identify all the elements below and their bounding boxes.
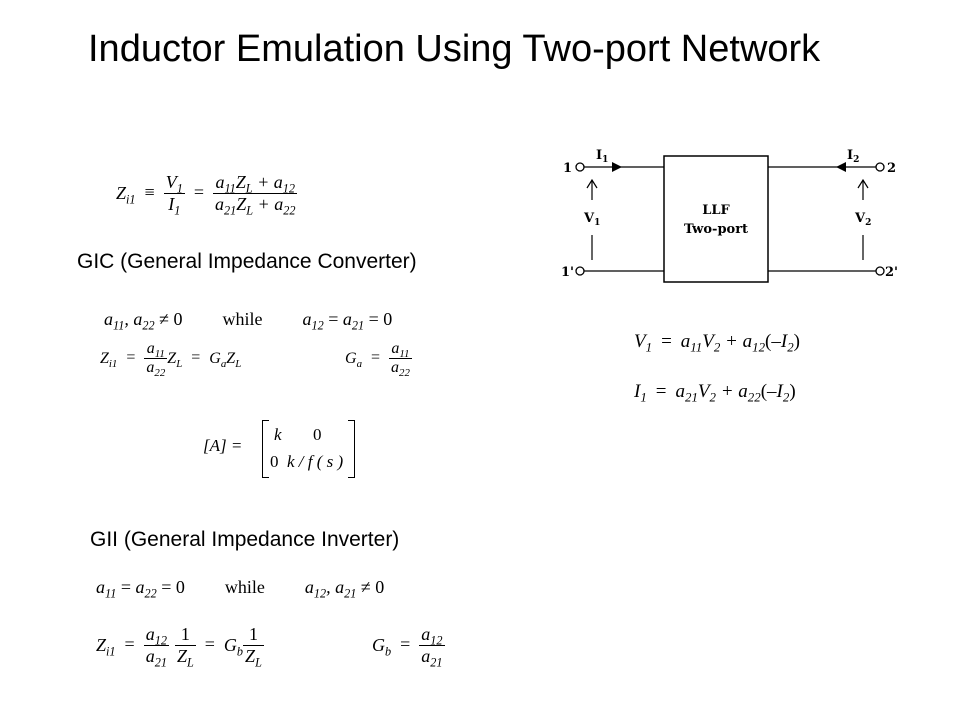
- matrix-cell: k / f ( s ): [287, 452, 344, 471]
- while-word: while: [224, 577, 265, 597]
- i2-label: I2: [847, 148, 859, 165]
- box-label-line1: LLF: [702, 203, 730, 218]
- while-word: while: [222, 309, 263, 329]
- v1-equation: V1=a11V2 + a12(–I2): [634, 331, 800, 355]
- two-port-diagram: LLF Two-port 1 1' I1 V1 2 2' I2 V2: [561, 148, 898, 283]
- matrix-cell: 0: [270, 452, 279, 471]
- v1-label: V1: [583, 211, 600, 228]
- port2-terminal: [875, 162, 885, 172]
- two-port-box: [663, 155, 769, 283]
- matrix-cell: 0: [313, 425, 322, 444]
- i2-arrow: [836, 162, 846, 172]
- port1p-label: 1': [561, 265, 574, 280]
- port1-label: 1: [563, 161, 572, 176]
- i1-label: I1: [596, 148, 608, 165]
- port2p-label: 2': [885, 265, 898, 280]
- gii-heading: GII (General Impedance Inverter): [90, 528, 400, 551]
- port1p-terminal: [575, 266, 585, 276]
- i1-equation: I1=a21V2 + a22(–I2): [634, 381, 796, 405]
- port2p-terminal: [875, 266, 885, 276]
- page-title: Inductor Emulation Using Two-port Networ…: [88, 28, 821, 70]
- port2-label: 2: [887, 161, 896, 176]
- matrix-cell: k: [274, 425, 282, 444]
- matrix-bracket-right: [348, 420, 355, 478]
- port1-terminal: [575, 162, 585, 172]
- i1-arrow: [612, 162, 622, 172]
- matrix-label: [A] =: [203, 436, 243, 455]
- gic-heading: GIC (General Impedance Converter): [77, 250, 417, 273]
- v2-label: V2: [854, 211, 871, 228]
- matrix-bracket-left: [262, 420, 269, 478]
- box-label-line2: Two-port: [684, 222, 748, 237]
